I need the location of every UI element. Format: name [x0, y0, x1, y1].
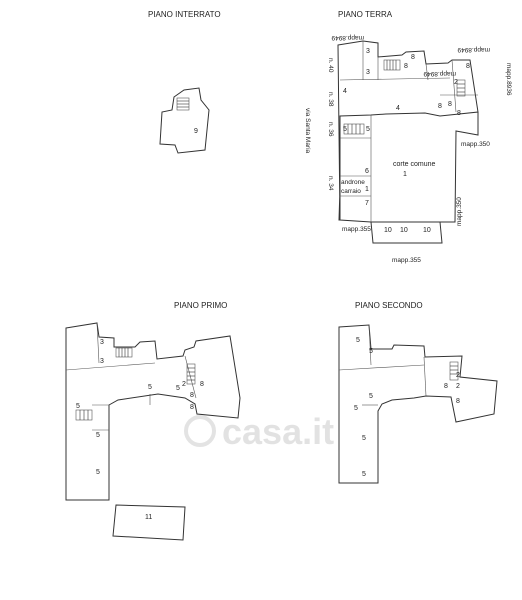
first-stair-north — [115, 347, 133, 358]
ground-room-4b: 4 — [396, 105, 400, 112]
carraio-label: carraio — [341, 188, 361, 195]
first-stair-west — [75, 409, 93, 421]
first-room-5b: 5 — [76, 403, 80, 410]
second-plan: 5 5 5 5 5 5 8 8 2 2 — [338, 324, 498, 484]
mapp-right: mapp.8936 — [505, 63, 512, 96]
courtyard-number: 1 — [403, 171, 407, 178]
watermark-text: casa.it — [222, 411, 334, 452]
second-room-5f: 5 — [362, 471, 366, 478]
ground-room-7: 7 — [365, 200, 369, 207]
ground-stair-east — [456, 79, 466, 97]
first-stair-east — [186, 363, 196, 385]
ground-outline-south — [339, 112, 479, 223]
ground-wall-d — [425, 63, 429, 81]
mapp-top-mid: mapp.8949 — [423, 70, 456, 77]
mapp-top-left: mapp.8949 — [331, 34, 364, 41]
ground-plan: via Santa Maria n. 40 n. 38 n. 36 n. 34 … — [304, 34, 512, 264]
second-wall-c — [423, 356, 427, 397]
title-first: PIANO PRIMO — [174, 301, 227, 310]
civic-38: n. 38 — [327, 92, 334, 107]
first-wall-a — [65, 362, 156, 371]
first-room-8a: 8 — [200, 381, 204, 388]
first-room-11: 11 — [145, 514, 152, 521]
second-room-5a: 5 — [356, 337, 360, 344]
first-room-5d: 5 — [96, 469, 100, 476]
ground-room-10c: 10 — [423, 227, 431, 234]
ground-room-5b: 5 — [366, 126, 370, 133]
ground-room-8f: 8 — [457, 110, 461, 117]
second-room-5b: 5 — [369, 348, 373, 355]
first-room-5c: 5 — [96, 432, 100, 439]
courtyard-label: corte comune — [393, 161, 436, 168]
ground-room-8b: 8 — [404, 63, 408, 70]
first-plan: 3 3 5 5 5 5 5 2 8 8 8 11 — [65, 322, 241, 541]
ground-outline-annex — [370, 221, 443, 244]
second-room-2a: 2 — [456, 372, 460, 379]
second-room-8b: 8 — [456, 398, 460, 405]
ground-room-10b: 10 — [400, 227, 408, 234]
mapp-top-right: mapp.8949 — [457, 46, 490, 53]
civic-34: n. 34 — [327, 176, 334, 191]
second-wall-b — [368, 324, 372, 366]
ground-room-10a: 10 — [384, 227, 392, 234]
ground-room-8a: 8 — [411, 54, 415, 61]
second-outline — [338, 324, 498, 484]
mapp-350-a: mapp.350 — [461, 141, 490, 148]
title-second: PIANO SECONDO — [355, 301, 423, 310]
first-room-5e: 5 — [176, 385, 180, 392]
ground-room-8e: 8 — [448, 101, 452, 108]
ground-stair-north — [383, 59, 401, 71]
ground-room-4a: 4 — [343, 88, 347, 95]
mapp-350-b: mapp.350 — [456, 197, 463, 226]
basement-stair — [176, 97, 190, 111]
basement-room-9: 9 — [194, 128, 198, 135]
first-wall-b — [96, 322, 100, 364]
ground-room-8d: 8 — [438, 103, 442, 110]
first-room-3b: 3 — [100, 358, 104, 365]
second-wall-a — [338, 364, 425, 371]
basement-plan: 9 — [159, 87, 210, 154]
ground-room-3a: 3 — [366, 48, 370, 55]
ground-room-1: 1 — [365, 186, 369, 193]
civic-40: n. 40 — [327, 58, 334, 73]
first-room-2: 2 — [182, 381, 186, 388]
first-room-8c: 8 — [190, 404, 194, 411]
ground-room-6: 6 — [365, 168, 369, 175]
first-room-11-outline — [112, 504, 186, 541]
civic-36: n. 36 — [327, 122, 334, 137]
ground-wall-i — [451, 59, 457, 113]
ground-wall-a — [339, 77, 451, 81]
first-wall-c — [184, 355, 197, 399]
androne-label: androne — [341, 179, 365, 186]
ground-stair-west — [343, 123, 365, 135]
first-room-3a: 3 — [100, 339, 104, 346]
ground-room-8c: 8 — [466, 63, 470, 70]
ground-room-3b: 3 — [366, 69, 370, 76]
first-outline — [65, 322, 241, 501]
mapp-355-a: mapp.355 — [342, 226, 371, 233]
second-room-2b: 2 — [456, 383, 460, 390]
second-room-5d: 5 — [354, 405, 358, 412]
mapp-355-b: mapp.355 — [392, 257, 421, 264]
street-name: via Santa Maria — [304, 108, 311, 154]
watermark-logo-icon — [184, 415, 216, 447]
second-room-5c: 5 — [369, 393, 373, 400]
basement-outline — [159, 87, 210, 154]
ground-room-5a: 5 — [343, 126, 347, 133]
second-stair-east — [449, 361, 459, 381]
first-room-5a: 5 — [148, 384, 152, 391]
second-room-8a: 8 — [444, 383, 448, 390]
ground-room-2: 2 — [454, 79, 458, 86]
title-ground: PIANO TERRA — [338, 10, 393, 19]
watermark: casa.it — [184, 411, 334, 452]
title-basement: PIANO INTERRATO — [148, 10, 221, 19]
second-room-5e: 5 — [362, 435, 366, 442]
first-room-8b: 8 — [190, 392, 194, 399]
